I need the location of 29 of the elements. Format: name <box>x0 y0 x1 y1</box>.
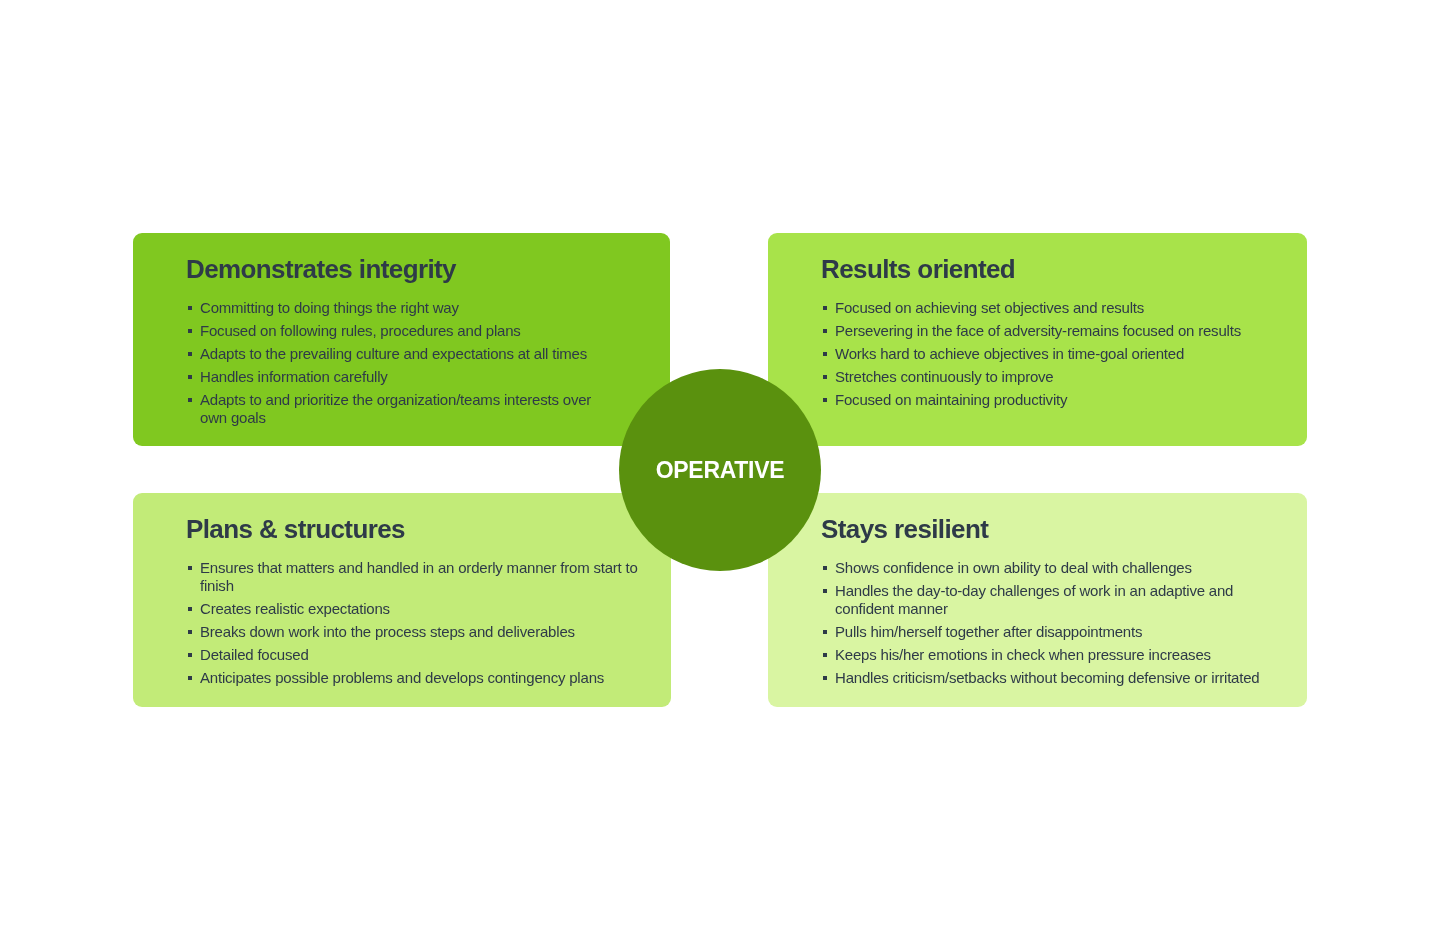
circle-label: OPERATIVE <box>655 456 785 484</box>
category-card <box>768 493 1307 707</box>
bullet-text: Keeps his/her emotions in check when pressure increases <box>835 646 1212 664</box>
bullet-text: Works hard to achieve objectives in time-goal oriented <box>835 345 1186 363</box>
bullet-text: Handles information carefully <box>200 368 389 386</box>
card-heading: Plans & structures <box>186 514 405 544</box>
bullet-text: Detailed focused <box>200 646 310 664</box>
card-heading: Stays resilient <box>821 514 989 544</box>
bullet-text: Breaks down work into the process steps and deliverables <box>200 623 576 641</box>
category-card <box>768 233 1307 446</box>
category-card <box>133 493 671 707</box>
bullet-text: Handles criticism/setbacks without becoming defensive or irritated <box>835 669 1261 687</box>
bullet-text: Shows confidence in own ability to deal with challenges <box>835 559 1193 577</box>
bullet-text: Focused on maintaining productivity <box>835 391 1069 409</box>
bullet-text: Adapts to the prevailing culture and expectations at all times <box>200 345 588 363</box>
bullet-text: Handles the day-to-day challenges of work in an adaptive and confident manner <box>835 582 1235 618</box>
bullet-text: Focused on following rules, procedures and plans <box>200 322 522 340</box>
bullet-text: Pulls him/herself together after disappointments <box>835 623 1144 641</box>
card-heading: Results oriented <box>821 254 1016 284</box>
card-heading: Demonstrates integrity <box>186 254 456 284</box>
bullet-text: Ensures that matters and handled in an orderly manner from start to finish <box>200 559 639 595</box>
category-card <box>133 233 670 446</box>
bullet-text: Committing to doing things the right way <box>200 299 460 317</box>
bullet-text: Stretches continuously to improve <box>835 368 1055 386</box>
bullet-text: Creates realistic expectations <box>200 600 391 618</box>
bullet-text: Focused on achieving set objectives and results <box>835 299 1146 317</box>
bullet-text: Adapts to and prioritize the organization/teams interests over own goals <box>200 391 593 427</box>
bullet-text: Anticipates possible problems and develops contingency plans <box>200 669 606 687</box>
bullet-text: Persevering in the face of adversity-remains focused on results <box>835 322 1242 340</box>
